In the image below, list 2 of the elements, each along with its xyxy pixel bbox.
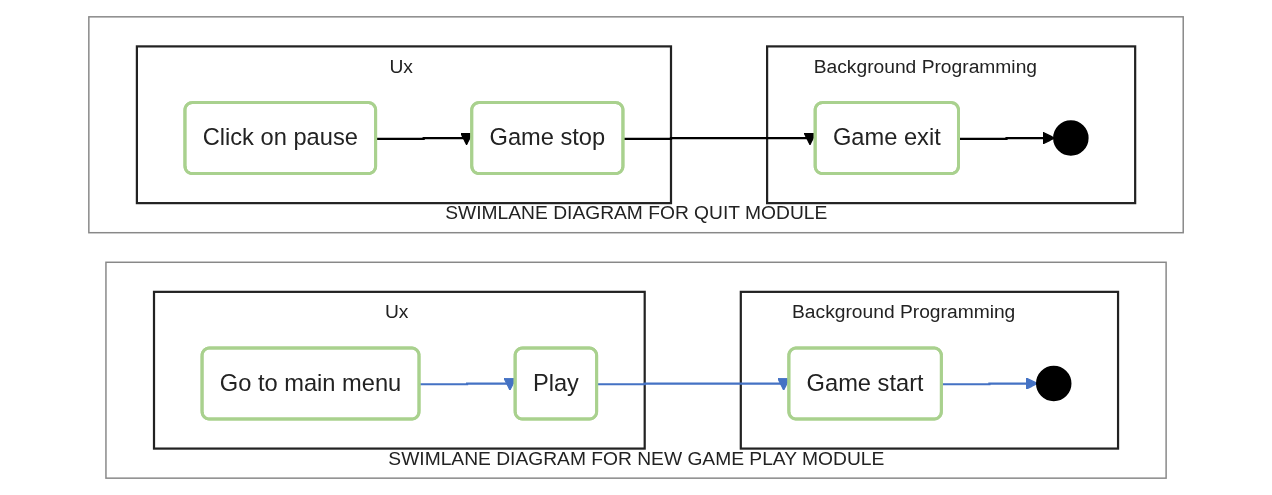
node-circle (1053, 120, 1089, 156)
node-circle (1035, 365, 1072, 402)
